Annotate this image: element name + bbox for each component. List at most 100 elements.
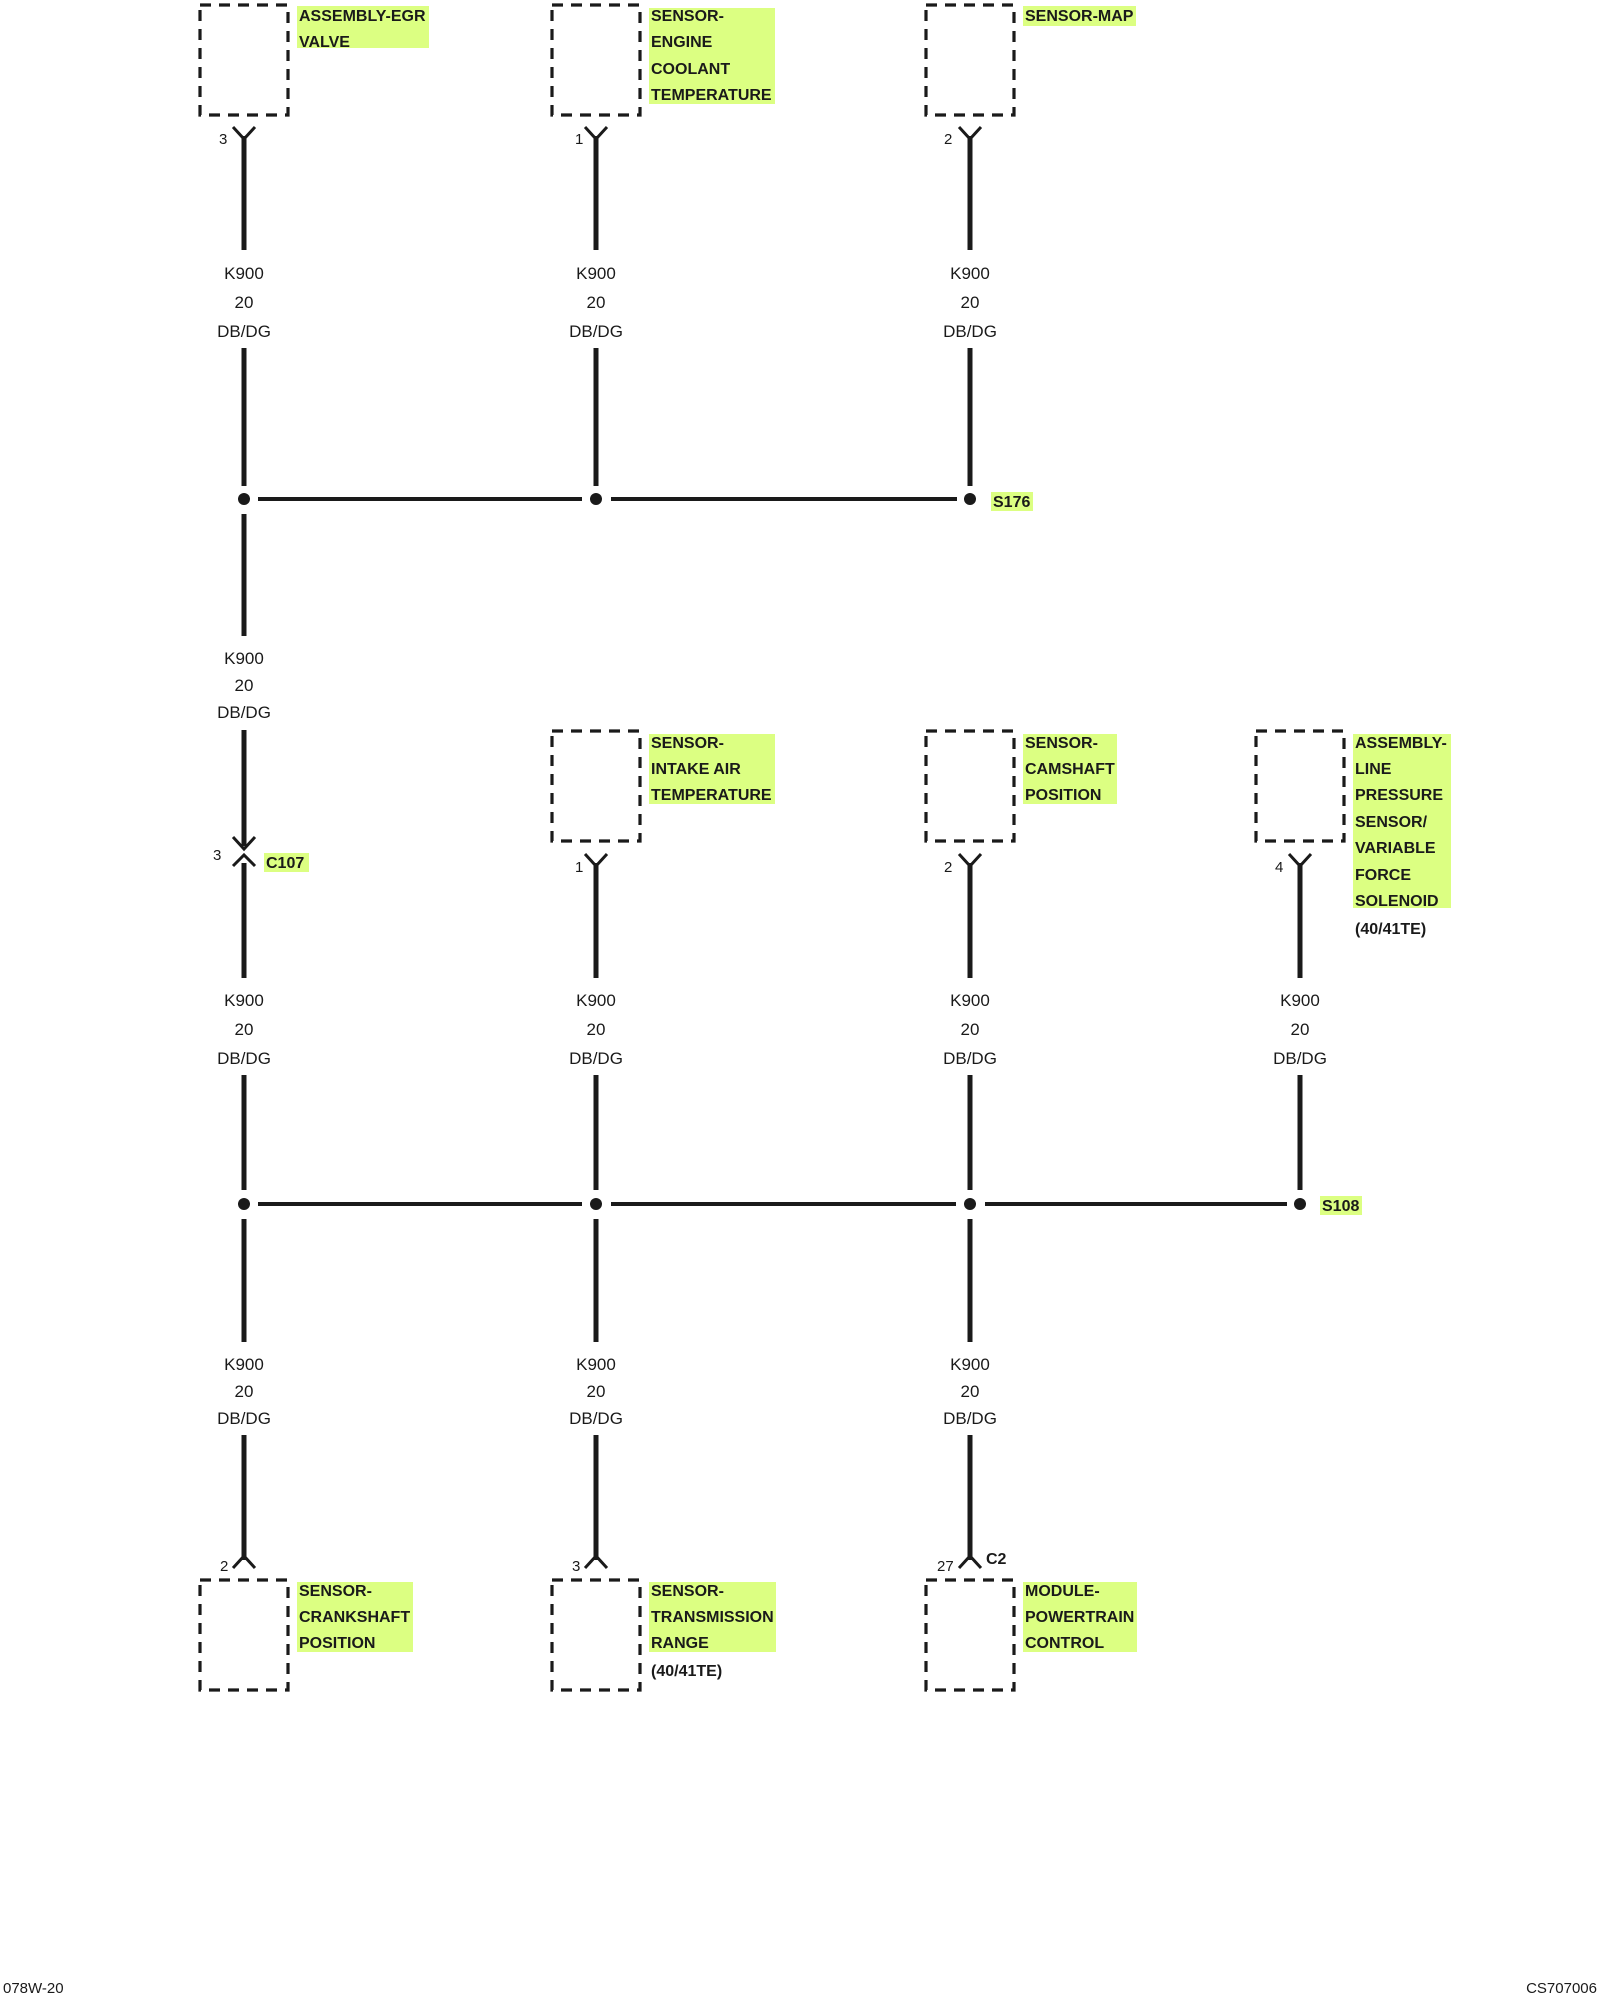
svg-text:K900: K900 <box>224 1355 264 1374</box>
svg-text:DB/DG: DB/DG <box>217 703 271 722</box>
svg-text:K900: K900 <box>224 649 264 668</box>
svg-text:20: 20 <box>235 1382 254 1401</box>
svg-text:20: 20 <box>1291 1020 1310 1039</box>
lps-vfs-label-4: SENSOR/ <box>1355 814 1428 831</box>
component-transmission-range-sensor: 3 SENSOR- TRANSMISSION RANGE (40/41TE) <box>550 1553 776 1692</box>
connector-c107-pin: 3 <box>213 847 221 864</box>
iat-sensor-label-1: SENSOR- <box>651 735 724 752</box>
trs-sensor-label-3: RANGE <box>651 1635 709 1652</box>
splice-s108: S108 <box>238 1196 1362 1215</box>
ckp-sensor-label-1: SENSOR- <box>299 1583 372 1600</box>
splice-s108-label: S108 <box>1322 1198 1359 1215</box>
trs-sensor-pin: 3 <box>572 1558 580 1575</box>
svg-text:DB/DG: DB/DG <box>1273 1049 1327 1068</box>
trs-sensor-connector <box>583 1553 609 1570</box>
cmp-sensor-pin: 2 <box>944 859 952 876</box>
ckp-sensor-label-3: POSITION <box>299 1635 375 1652</box>
component-egr-valve: ASSEMBLY-EGR VALVE 3 <box>198 3 429 148</box>
svg-text:DB/DG: DB/DG <box>569 322 623 341</box>
wire-label-map: K900 20 DB/DG <box>943 264 997 341</box>
wire-label-lps: K900 20 DB/DG <box>1273 991 1327 1068</box>
svg-text:K900: K900 <box>576 991 616 1010</box>
ckp-sensor-box <box>198 1578 290 1692</box>
pcm-connector-label: C2 <box>986 1551 1007 1568</box>
splice-s176-node-3 <box>964 493 976 505</box>
svg-text:20: 20 <box>587 1020 606 1039</box>
trs-sensor-label-2: TRANSMISSION <box>651 1609 774 1626</box>
svg-text:20: 20 <box>235 1020 254 1039</box>
component-line-pressure-sensor-variable-force-solenoid: ASSEMBLY- LINE PRESSURE SENSOR/ VARIABLE… <box>1254 729 1451 938</box>
svg-text:DB/DG: DB/DG <box>217 1049 271 1068</box>
wire-label-pcm: K900 20 DB/DG <box>943 1355 997 1428</box>
splice-s108-node-1 <box>238 1198 250 1210</box>
pcm-label-3: CONTROL <box>1025 1635 1104 1652</box>
component-engine-coolant-temperature-sensor: SENSOR- ENGINE COOLANT TEMPERATURE 1 <box>550 3 775 148</box>
splice-s108-node-2 <box>590 1198 602 1210</box>
ect-sensor-pin: 1 <box>575 131 583 148</box>
splice-s176-label: S176 <box>993 494 1030 511</box>
iat-sensor-box <box>550 729 642 843</box>
svg-text:K900: K900 <box>576 1355 616 1374</box>
ckp-sensor-label-2: CRANKSHAFT <box>299 1609 410 1626</box>
map-sensor-label-1: SENSOR-MAP <box>1025 8 1134 25</box>
trs-sensor-label-1: SENSOR- <box>651 1583 724 1600</box>
wire-label-s176-to-c107: K900 20 DB/DG <box>217 649 271 722</box>
svg-text:K900: K900 <box>950 264 990 283</box>
lps-vfs-label-5: VARIABLE <box>1355 840 1436 857</box>
svg-text:20: 20 <box>587 293 606 312</box>
ect-sensor-label-3: COOLANT <box>651 61 730 78</box>
svg-text:20: 20 <box>587 1382 606 1401</box>
wire-label-ckp: K900 20 DB/DG <box>217 1355 271 1428</box>
iat-sensor-label-3: TEMPERATURE <box>651 787 772 804</box>
svg-text:K900: K900 <box>950 991 990 1010</box>
svg-text:K900: K900 <box>950 1355 990 1374</box>
svg-text:K900: K900 <box>224 264 264 283</box>
svg-text:K900: K900 <box>224 991 264 1010</box>
lps-vfs-label-6: FORCE <box>1355 867 1411 884</box>
lps-vfs-pin: 4 <box>1275 859 1283 876</box>
svg-text:20: 20 <box>961 1020 980 1039</box>
wire-label-cmp: K900 20 DB/DG <box>943 991 997 1068</box>
ckp-sensor-pin: 2 <box>220 1558 228 1575</box>
lps-vfs-label-7: SOLENOID <box>1355 893 1439 910</box>
cmp-sensor-label-1: SENSOR- <box>1025 735 1098 752</box>
footer-left-code: 078W-20 <box>3 1980 64 1997</box>
lps-vfs-note: (40/41TE) <box>1355 921 1426 938</box>
component-map-sensor: SENSOR-MAP 2 <box>924 3 1136 148</box>
trs-sensor-note: (40/41TE) <box>651 1663 722 1680</box>
component-intake-air-temperature-sensor: SENSOR- INTAKE AIR TEMPERATURE 1 <box>550 729 775 876</box>
pcm-pin: 27 <box>937 1558 954 1575</box>
svg-text:DB/DG: DB/DG <box>569 1049 623 1068</box>
iat-sensor-pin: 1 <box>575 859 583 876</box>
splice-s176-node-2 <box>590 493 602 505</box>
splice-s176-node-1 <box>238 493 250 505</box>
splice-s108-node-3 <box>964 1198 976 1210</box>
egr-valve-label-2: VALVE <box>299 34 350 51</box>
svg-text:DB/DG: DB/DG <box>943 322 997 341</box>
egr-valve-box <box>198 3 290 117</box>
cmp-sensor-box <box>924 729 1016 843</box>
connector-c107-label: C107 <box>266 855 304 872</box>
lps-vfs-label-2: LINE <box>1355 761 1392 778</box>
svg-text:DB/DG: DB/DG <box>943 1409 997 1428</box>
ect-sensor-box <box>550 3 642 117</box>
wire-label-ect: K900 20 DB/DG <box>569 264 623 341</box>
footer-right-code: CS707006 <box>1526 1980 1597 1997</box>
svg-text:20: 20 <box>235 293 254 312</box>
pcm-connector <box>957 1553 983 1570</box>
lps-vfs-label-3: PRESSURE <box>1355 787 1443 804</box>
connector-c107: 3 C107 <box>213 835 309 872</box>
svg-text:DB/DG: DB/DG <box>943 1049 997 1068</box>
ckp-sensor-connector <box>231 1553 257 1570</box>
wire-label-trs: K900 20 DB/DG <box>569 1355 623 1428</box>
cmp-sensor-label-3: POSITION <box>1025 787 1101 804</box>
ect-sensor-label-2: ENGINE <box>651 34 713 51</box>
egr-valve-pin: 3 <box>219 131 227 148</box>
svg-text:K900: K900 <box>576 264 616 283</box>
component-crankshaft-position-sensor: 2 SENSOR- CRANKSHAFT POSITION <box>198 1553 413 1692</box>
pcm-label-2: POWERTRAIN <box>1025 1609 1134 1626</box>
cmp-sensor-label-2: CAMSHAFT <box>1025 761 1115 778</box>
svg-text:K900: K900 <box>1280 991 1320 1010</box>
map-sensor-box <box>924 3 1016 117</box>
